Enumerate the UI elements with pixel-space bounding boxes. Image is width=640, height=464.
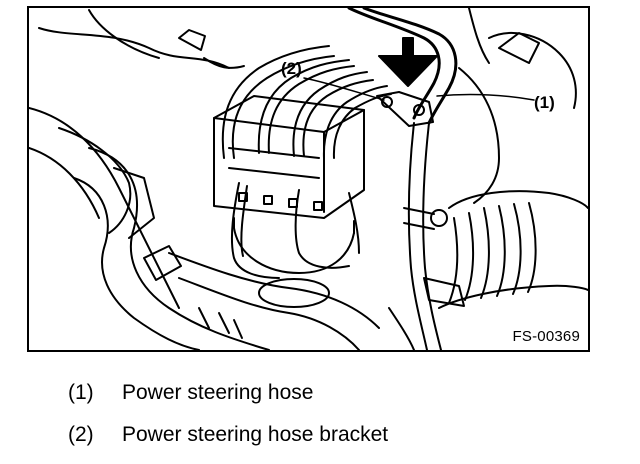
engine-bay-illustration: (1) (2) FS-00369 <box>27 6 590 352</box>
legend-item-text: Power steering hose <box>122 381 314 404</box>
legend-item-number: (2) <box>68 423 94 446</box>
legend-item-number: (1) <box>68 381 94 404</box>
callout-2: (2) <box>281 59 302 78</box>
callout-1: (1) <box>534 93 555 112</box>
figure-id-label: FS-00369 <box>512 328 580 345</box>
line-art-drawing <box>29 8 588 350</box>
legend-item-text: Power steering hose bracket <box>122 423 389 446</box>
